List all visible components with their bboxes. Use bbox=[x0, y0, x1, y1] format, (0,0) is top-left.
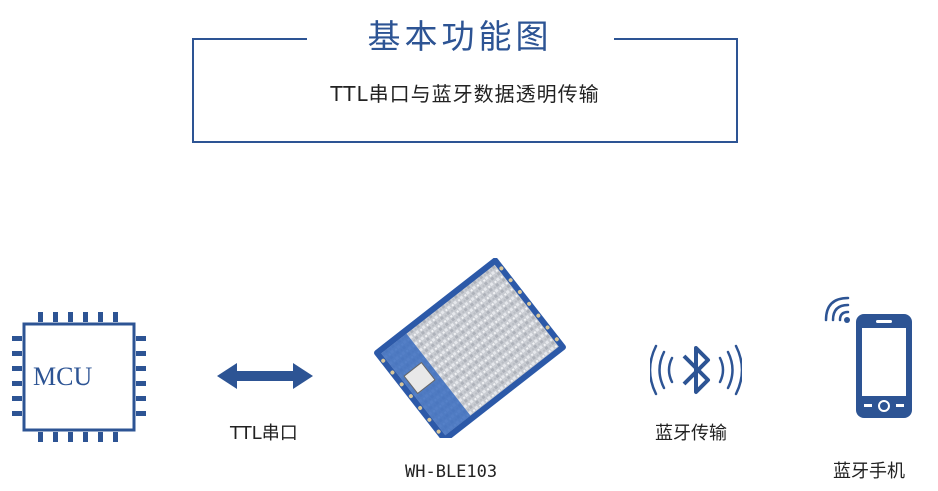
module-label: WH-BLE103 bbox=[405, 462, 498, 482]
double-arrow-icon bbox=[217, 363, 313, 389]
mcu-chip-icon bbox=[12, 312, 146, 442]
title-frame-line-left bbox=[192, 38, 307, 40]
title-frame bbox=[192, 38, 738, 143]
ble-module-image bbox=[374, 258, 566, 438]
bluetooth-label: 蓝牙传输 bbox=[655, 423, 727, 444]
phone-icon bbox=[824, 296, 912, 418]
page-subtitle: TTL串口与蓝牙数据透明传输 bbox=[330, 82, 600, 106]
mcu-label: MCU bbox=[33, 362, 93, 391]
title-frame-line-right bbox=[614, 38, 738, 40]
phone-label: 蓝牙手机 bbox=[833, 461, 905, 482]
page-title: 基本功能图 bbox=[367, 17, 553, 56]
bluetooth-icon bbox=[650, 344, 742, 396]
serial-label: TTL串口 bbox=[230, 423, 298, 444]
